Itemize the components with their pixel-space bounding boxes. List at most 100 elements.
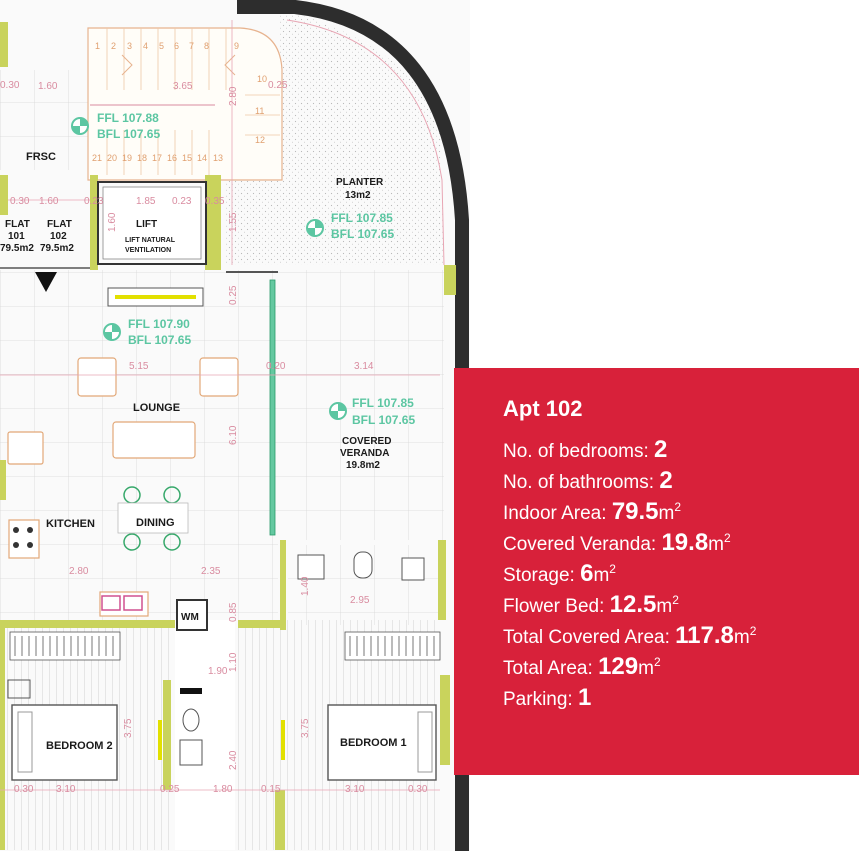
room-kitchen: KITCHEN bbox=[46, 518, 95, 530]
dimension-label: 0.30 bbox=[10, 196, 30, 207]
unit-power: 2 bbox=[672, 593, 679, 607]
unit: m bbox=[708, 534, 724, 555]
veranda-floor bbox=[278, 270, 444, 540]
dimension-label: 0.85 bbox=[228, 602, 239, 622]
flower-bed-label: Flower Bed: bbox=[503, 596, 605, 617]
bedrooms-row: No. of bedrooms: 2 bbox=[503, 434, 859, 465]
lounge-bfl: BFL 107.65 bbox=[128, 333, 191, 347]
covered-veranda-value: 19.8 bbox=[661, 529, 709, 556]
dimension-label: 1.80 bbox=[213, 784, 233, 795]
indoor-area-row: Indoor Area: 79.5m2 bbox=[503, 496, 859, 527]
dimension-label: 0.25 bbox=[160, 784, 180, 795]
stair-step: 12 bbox=[255, 135, 265, 145]
unit-power: 2 bbox=[674, 500, 682, 514]
unit-power: 2 bbox=[724, 531, 731, 545]
unit-power: 2 bbox=[653, 655, 661, 669]
stair-step: 15 bbox=[182, 153, 192, 163]
lift-vent-line2: VENTILATION bbox=[125, 247, 171, 254]
storage-row: Storage: 6m2 bbox=[503, 558, 859, 589]
storage-label: Storage: bbox=[503, 565, 575, 586]
flat-102-area: 79.5m2 bbox=[40, 243, 74, 254]
room-wm: WM bbox=[181, 612, 199, 623]
bedrooms-value: 2 bbox=[654, 436, 668, 463]
dimension-label: 1.60 bbox=[39, 196, 59, 207]
dimension-label: 0.25 bbox=[228, 285, 239, 305]
unit: m bbox=[593, 565, 610, 586]
flower-bed-row: Flower Bed: 12.5m2 bbox=[503, 589, 859, 620]
dimension-label: 6.10 bbox=[228, 425, 239, 445]
total-covered-value: 117.8 bbox=[675, 622, 734, 649]
stair-step: 6 bbox=[174, 41, 179, 51]
dimension-label: 2.80 bbox=[228, 86, 239, 106]
stair-step: 17 bbox=[152, 153, 162, 163]
stair-step: 3 bbox=[127, 41, 132, 51]
parking-value: 1 bbox=[577, 684, 592, 711]
stair-outline bbox=[87, 27, 283, 181]
parking-label: Parking: bbox=[503, 689, 573, 710]
covered-veranda-label: Covered Veranda: bbox=[503, 534, 657, 555]
total-area-label: Total Area: bbox=[503, 658, 593, 679]
dimension-label: 3.10 bbox=[56, 784, 76, 795]
level-marker-planter bbox=[306, 219, 324, 237]
stair-step: 21 bbox=[92, 153, 102, 163]
dimension-label: 0.30 bbox=[408, 784, 428, 795]
dimension-label: 3.75 bbox=[300, 718, 311, 738]
planter-ffl: FFL 107.85 bbox=[331, 211, 393, 225]
dimension-label: 0.23 bbox=[172, 196, 192, 207]
dimension-label: 3.14 bbox=[354, 361, 374, 372]
total-covered-label: Total Covered Area: bbox=[503, 627, 670, 648]
room-bedroom2: BEDROOM 2 bbox=[46, 740, 113, 752]
bathrooms-row: No. of bathrooms: 2 bbox=[503, 465, 859, 496]
bathrooms-label: No. of bathrooms: bbox=[503, 472, 655, 493]
veranda-bfl: BFL 107.65 bbox=[352, 413, 415, 427]
dimension-label: 2.95 bbox=[350, 595, 370, 606]
unit: m bbox=[656, 596, 673, 617]
stair-step: 16 bbox=[167, 153, 177, 163]
planter-area: 13m2 bbox=[345, 190, 371, 201]
stair-step: 5 bbox=[159, 41, 164, 51]
covered-veranda-row: Covered Veranda: 19.8m2 bbox=[503, 527, 859, 558]
stair-step: 8 bbox=[204, 41, 209, 51]
total-area-value: 129 bbox=[598, 653, 639, 680]
dimension-label: 0.30 bbox=[0, 80, 20, 91]
stair-step: 14 bbox=[197, 153, 207, 163]
room-lift: LIFT bbox=[136, 219, 157, 230]
dimension-label: 2.40 bbox=[228, 750, 239, 770]
dimension-label: 1.40 bbox=[300, 576, 311, 596]
stair-step: 18 bbox=[137, 153, 147, 163]
level-marker-veranda bbox=[329, 402, 347, 420]
flat-101-number: 101 bbox=[8, 231, 25, 242]
indoor-area-label: Indoor Area: bbox=[503, 503, 607, 524]
veranda-ffl: FFL 107.85 bbox=[352, 396, 414, 410]
dimension-label: 2.35 bbox=[201, 566, 221, 577]
stair-step: 7 bbox=[189, 41, 194, 51]
outer-wall bbox=[237, 0, 469, 851]
room-lounge: LOUNGE bbox=[133, 402, 180, 414]
apartment-title: Apt 102 bbox=[503, 396, 583, 421]
stair-step: 19 bbox=[122, 153, 132, 163]
dimension-label: 1.60 bbox=[107, 212, 118, 232]
dimension-label: 0.30 bbox=[14, 784, 34, 795]
dimension-label: 1.55 bbox=[228, 212, 239, 232]
dimension-label: 0.35 bbox=[205, 196, 225, 207]
planter-bfl: BFL 107.65 bbox=[331, 227, 394, 241]
flat-102-number: 102 bbox=[50, 231, 67, 242]
stair-step: 4 bbox=[143, 41, 148, 51]
indoor-area-value: 79.5 bbox=[611, 498, 659, 525]
stair-ffl: FFL 107.88 bbox=[97, 111, 159, 125]
unit: m bbox=[733, 627, 750, 648]
bathrooms-value: 2 bbox=[659, 467, 673, 494]
entrance-arrow-icon bbox=[35, 272, 57, 292]
planter-bed bbox=[225, 12, 444, 265]
flat-102-label: FLAT bbox=[47, 219, 72, 230]
total-area-row: Total Area: 129m2 bbox=[503, 651, 859, 682]
room-covered: COVERED bbox=[342, 436, 391, 447]
lift-vent-line1: LIFT NATURAL bbox=[125, 237, 176, 244]
apartment-info-panel: Apt 102 No. of bedrooms: 2 No. of bathro… bbox=[454, 368, 859, 775]
dimension-label: 0.15 bbox=[261, 784, 281, 795]
dimension-label: 0.23 bbox=[84, 196, 104, 207]
dining-chairs bbox=[123, 486, 181, 551]
flat-101-area: 79.5m2 bbox=[0, 243, 34, 254]
dimension-label: 1.60 bbox=[38, 81, 58, 92]
bed-2 bbox=[11, 704, 118, 781]
